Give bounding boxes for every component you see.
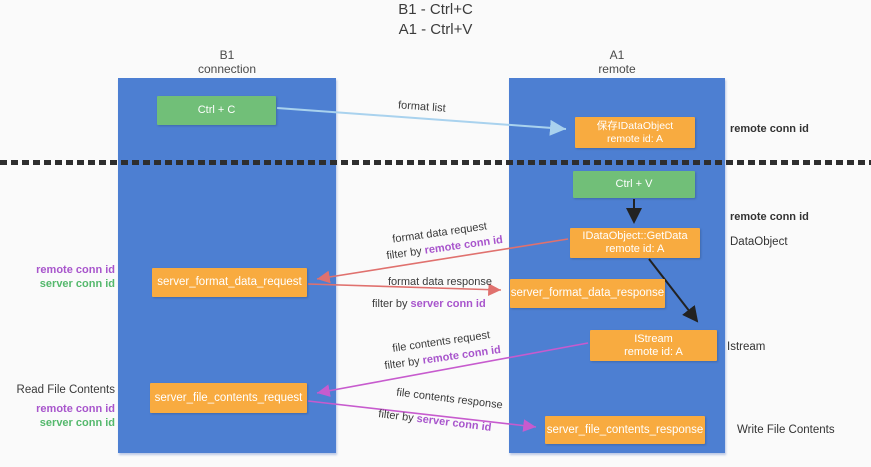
getdata-line1: IDataObject::GetData — [582, 230, 688, 242]
right-remote-conn-id-label-2: remote conn id — [730, 211, 809, 223]
istream-line1: IStream — [634, 332, 673, 345]
server-format-data-response-label: server_format_data_response — [510, 287, 665, 299]
filter-prefix: filter by — [377, 408, 418, 425]
istream-node: IStream remote id: A — [590, 330, 717, 361]
server-file-contents-request-label: server_file_contents_request — [154, 391, 303, 404]
left-column-name: B1 — [219, 48, 235, 62]
filter-prefix: filter by — [383, 354, 424, 373]
left-column-role: connection — [197, 62, 257, 76]
filter-prefix: filter by — [372, 298, 411, 310]
ctrl-c-node: Ctrl + C — [157, 96, 276, 125]
server-file-contents-request-node: server_file_contents_request — [150, 383, 307, 413]
right-column-role: remote — [598, 62, 636, 76]
idataobject-getdata-node: IDataObject::GetData remote id: A — [570, 228, 700, 258]
ctrl-v-label: Ctrl + V — [615, 178, 653, 190]
filter-value: server conn id — [415, 412, 493, 434]
write-file-contents-label: Write File Contents — [737, 424, 835, 436]
format-data-response-label: format data response — [388, 276, 492, 288]
left-column-header: B1 connection — [118, 48, 336, 76]
read-file-contents-label: Read File Contents — [16, 384, 115, 396]
ctrl-v-node: Ctrl + V — [573, 171, 695, 198]
diagram-title: B1 - Ctrl+C A1 - Ctrl+V — [0, 0, 871, 40]
title-line-2: A1 - Ctrl+V — [398, 21, 473, 38]
left-server-conn-id-label-1: server conn id — [39, 278, 115, 290]
ctrl-c-label: Ctrl + C — [197, 104, 236, 116]
save-idataobject-node: 保存IDataObject remote id: A — [575, 117, 695, 148]
istream-side-label: Istream — [727, 341, 766, 353]
save-idataobject-line1: 保存IDataObject — [596, 119, 674, 132]
right-column-name: A1 — [609, 48, 625, 62]
server-format-data-request-label: server_format_data_request — [157, 276, 302, 288]
dashed-divider-line — [0, 160, 871, 165]
filter-by-server-conn-id-label-2: filter by server conn id — [378, 408, 492, 434]
file-contents-response-label: file contents response — [395, 386, 504, 412]
left-remote-conn-id-label-2: remote conn id — [36, 403, 115, 415]
server-file-contents-response-node: server_file_contents_response — [545, 416, 705, 444]
left-conn-id-group-1: remote conn id server conn id — [8, 263, 115, 291]
getdata-line2: remote id: A — [605, 243, 665, 255]
save-idataobject-line2: remote id: A — [606, 132, 664, 145]
filter-prefix: filter by — [385, 244, 426, 263]
filter-by-server-conn-id-label-1: filter by server conn id — [372, 298, 486, 310]
right-column-header: A1 remote — [509, 48, 725, 76]
dataobject-label: DataObject — [730, 236, 788, 248]
filter-value: server conn id — [410, 298, 486, 310]
left-conn-id-group-2: remote conn id server conn id — [8, 402, 115, 430]
server-format-data-response-node: server_format_data_response — [510, 279, 665, 308]
right-remote-conn-id-label-1: remote conn id — [730, 123, 809, 135]
format-list-label: format list — [397, 99, 447, 115]
server-format-data-request-node: server_format_data_request — [152, 268, 307, 297]
title-line-1: B1 - Ctrl+C — [398, 1, 473, 18]
left-remote-conn-id-label-1: remote conn id — [36, 264, 115, 276]
istream-line2: remote id: A — [624, 345, 683, 358]
server-file-contents-response-label: server_file_contents_response — [546, 423, 704, 436]
left-server-conn-id-label-2: server conn id — [39, 417, 115, 429]
